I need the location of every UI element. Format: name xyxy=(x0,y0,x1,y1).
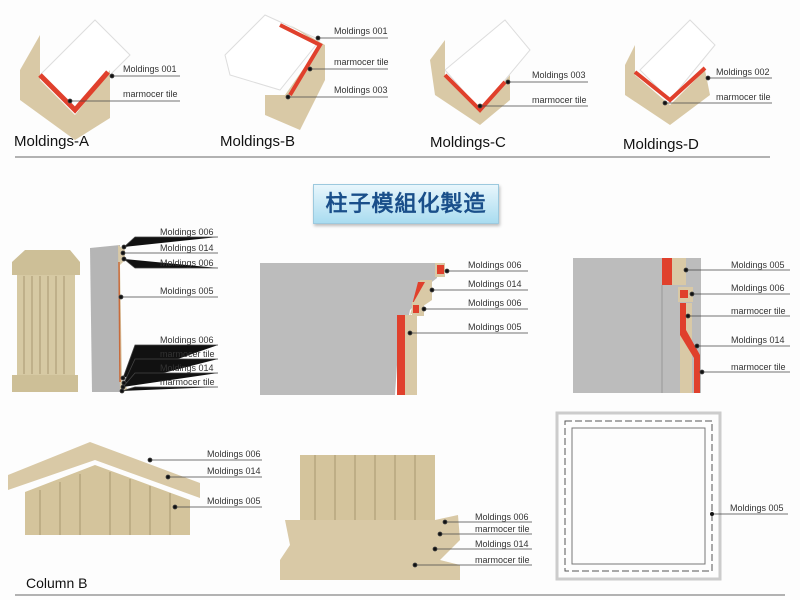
label: marmocer tile xyxy=(716,92,771,102)
label: Moldings 005 xyxy=(468,322,522,332)
molding-a-figure xyxy=(20,19,131,140)
label: Moldings 006 xyxy=(731,283,785,293)
label: Moldings 005 xyxy=(730,503,784,513)
molding-b-figure xyxy=(224,14,325,130)
label: Moldings 003 xyxy=(334,85,388,95)
capital-section-figure xyxy=(260,263,445,395)
label: Moldings 014 xyxy=(475,539,529,549)
label: marmocer tile xyxy=(475,524,530,534)
label: Moldings 014 xyxy=(731,335,785,345)
capital-view-figure xyxy=(8,442,200,535)
base-section-figure xyxy=(573,258,701,393)
label: Moldings 001 xyxy=(334,26,388,36)
label: Moldings 014 xyxy=(160,243,214,253)
label: Moldings 014 xyxy=(468,279,522,289)
label: marmocer tile xyxy=(334,57,389,67)
label: Moldings 006 xyxy=(160,335,214,345)
label: Moldings 005 xyxy=(160,286,214,296)
caption-column-b: Column B xyxy=(26,575,88,591)
label: Moldings 006 xyxy=(207,449,261,459)
label: Moldings 006 xyxy=(468,260,522,270)
label: marmocer tile xyxy=(123,89,178,99)
base-view-figure xyxy=(280,455,460,580)
label: Moldings 006 xyxy=(160,227,214,237)
label: Moldings 014 xyxy=(207,466,261,476)
label: marmocer tile xyxy=(160,349,215,359)
label: marmocer tile xyxy=(731,362,786,372)
caption-moldings-c: Moldings-C xyxy=(430,134,506,151)
label: Moldings 002 xyxy=(716,67,770,77)
label: Moldings 001 xyxy=(123,64,177,74)
label: Moldings 006 xyxy=(160,258,214,268)
molding-d-figure xyxy=(625,19,716,125)
caption-moldings-a: Moldings-A xyxy=(14,133,90,150)
label: marmocer tile xyxy=(160,377,215,387)
label: Moldings 005 xyxy=(731,260,785,270)
section-title: 柱子模組化製造 xyxy=(313,184,499,224)
label: Moldings 014 xyxy=(160,363,214,373)
molding-c-figure xyxy=(430,19,531,125)
caption-moldings-b: Moldings-B xyxy=(220,133,296,150)
label: Moldings 006 xyxy=(475,512,529,522)
column-figure xyxy=(12,250,80,392)
label: marmocer tile xyxy=(475,555,530,565)
caption-moldings-d: Moldings-D xyxy=(623,136,699,153)
label: marmocer tile xyxy=(532,95,587,105)
label: Moldings 005 xyxy=(207,496,261,506)
label: Moldings 006 xyxy=(468,298,522,308)
label: marmocer tile xyxy=(731,306,786,316)
label: Moldings 003 xyxy=(532,70,586,80)
column-profile-figure xyxy=(90,245,128,393)
plan-view-figure xyxy=(555,411,788,581)
